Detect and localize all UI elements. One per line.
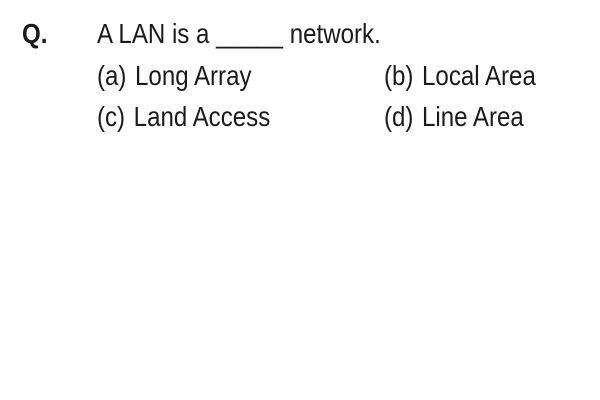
option-d-letter: (d) [384,101,414,132]
question-row: Q. A LAN is a _____ network. [22,18,582,60]
option-d: (d) Line Area [384,101,524,133]
question-text: A LAN is a _____ network. [97,18,381,49]
option-b: (b) Local Area [384,60,536,92]
options-row-1: (a) Long Array (b) Local Area [97,60,577,101]
option-c-text: Land Access [133,101,271,132]
question-label: Q. [22,18,48,49]
option-b-letter: (b) [384,60,414,91]
option-c: (c) Land Access [97,101,344,133]
option-a-letter: (a) [97,60,127,91]
options-row-2: (c) Land Access (d) Line Area [97,101,577,142]
option-c-letter: (c) [97,101,126,132]
option-d-text: Line Area [422,101,524,132]
option-b-text: Local Area [422,60,536,91]
question-block: Q. A LAN is a _____ network. [22,18,582,60]
option-a-text: Long Array [135,60,252,91]
options-block: (a) Long Array (b) Local Area (c) Land A… [97,60,577,142]
option-a: (a) Long Array [97,60,344,92]
